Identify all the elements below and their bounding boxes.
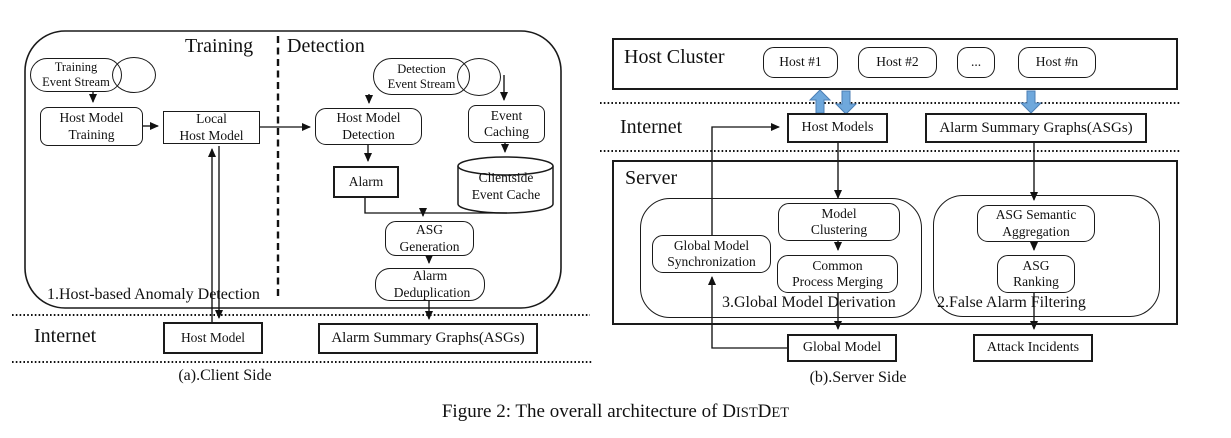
- alarm-node: Alarm: [333, 166, 399, 198]
- host-model-training-node: Host Model Training: [40, 107, 143, 146]
- line-alarm-to-merge: [364, 198, 422, 214]
- false-alarm-filtering-label: 2.False Alarm Filtering: [937, 294, 1086, 311]
- host-models-node: Host Models: [787, 113, 888, 143]
- detection-section-label: Detection: [287, 35, 365, 57]
- attack-incidents-node: Attack Incidents: [973, 334, 1093, 362]
- clientside-event-cache-label: Clientside Event Cache: [471, 170, 541, 202]
- server-label: Server: [625, 167, 678, 189]
- asg-generation-node: ASG Generation: [385, 221, 474, 256]
- asg-upload-arrow-icon: [1019, 90, 1043, 114]
- server-flow-arrows: [708, 123, 1038, 349]
- host-cluster-container: [612, 38, 1178, 90]
- client-side-caption: (a).Client Side: [178, 367, 272, 384]
- alarm-deduplication-node: Alarm Deduplication: [375, 268, 485, 301]
- training-event-stream-node: Training Event Stream: [30, 58, 122, 92]
- arrow-global-model-to-sync: [708, 276, 787, 349]
- host-ellipsis-node: ...: [957, 47, 995, 78]
- host-model-internet-node: Host Model: [163, 322, 263, 354]
- detection-stream-circle-icon: [457, 58, 501, 96]
- model-upload-arrow-icon: [808, 89, 832, 114]
- server-side-caption: (b).Server Side: [809, 369, 907, 386]
- detection-event-stream-node: Detection Event Stream: [373, 58, 470, 95]
- event-cache-cylinder-icon: [457, 156, 554, 214]
- common-process-merging-node: Common Process Merging: [777, 255, 898, 293]
- host-n-node: Host #n: [1018, 47, 1096, 78]
- host-cluster-label: Host Cluster: [624, 46, 725, 68]
- server-alarm-summary-graphs-node: Alarm Summary Graphs(ASGs): [925, 113, 1147, 143]
- server-container: [612, 160, 1178, 325]
- model-download-arrow-icon: [834, 90, 858, 115]
- model-clustering-node: Model Clustering: [778, 203, 900, 241]
- training-section-label: Training: [185, 35, 254, 57]
- asg-semantic-aggregation-node: ASG Semantic Aggregation: [977, 205, 1095, 242]
- client-flow-arrows: [89, 75, 509, 322]
- global-model-node: Global Model: [787, 334, 897, 362]
- local-host-model-node: Local Host Model: [163, 111, 260, 144]
- training-stream-circle-icon: [112, 57, 156, 93]
- host-based-anomaly-detection-label: 1.Host-based Anomaly Detection: [47, 286, 260, 303]
- global-model-derivation-container: [640, 198, 922, 318]
- client-internet-label: Internet: [34, 325, 97, 347]
- asg-ranking-node: ASG Ranking: [997, 255, 1075, 293]
- figure-caption: Figure 2: The overall architecture of DI…: [0, 401, 1231, 423]
- event-caching-node: Event Caching: [468, 105, 545, 143]
- distdet-name-part: IST: [735, 405, 758, 421]
- client-alarm-summary-graphs-node: Alarm Summary Graphs(ASGs): [318, 323, 538, 354]
- false-alarm-filtering-container: [933, 195, 1160, 317]
- distdet-name-part: D: [757, 401, 772, 422]
- host-model-detection-node: Host Model Detection: [315, 108, 422, 145]
- client-boundary: [24, 30, 562, 309]
- host-2-node: Host #2: [858, 47, 937, 78]
- blue-transfer-arrows: [808, 89, 1043, 115]
- distdet-name-part: ET: [771, 405, 790, 421]
- distdet-name-part: D: [722, 401, 736, 422]
- global-model-synchronization-node: Global Model Synchronization: [652, 235, 771, 273]
- figure-caption-text: Figure 2: The overall architecture of: [441, 401, 723, 422]
- server-internet-label: Internet: [620, 116, 683, 138]
- host-1-node: Host #1: [763, 47, 838, 78]
- global-model-derivation-label: 3.Global Model Derivation: [722, 294, 896, 311]
- arrow-sync-to-host-models: [711, 123, 780, 235]
